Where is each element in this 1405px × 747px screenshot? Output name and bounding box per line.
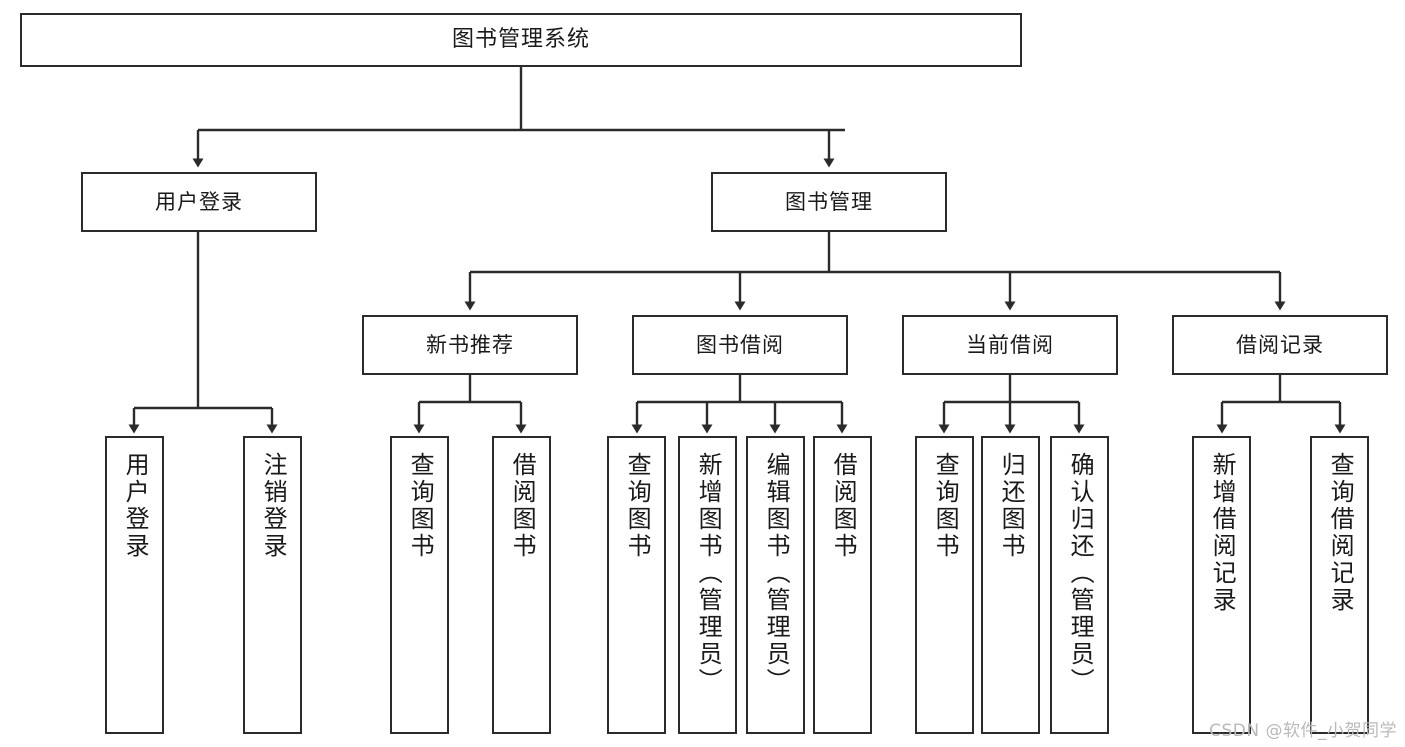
leaf-logout[interactable]: 注销登录 bbox=[243, 436, 302, 734]
node-user-login[interactable]: 用户登录 bbox=[81, 172, 317, 232]
node-current-borrowing[interactable]: 当前借阅 bbox=[902, 315, 1118, 375]
leaf-borrow-query-books[interactable]: 查询图书 bbox=[607, 436, 666, 734]
node-root-book-management-system[interactable]: 图书管理系统 bbox=[20, 13, 1022, 67]
node-label: 新书推荐 bbox=[426, 332, 514, 357]
node-label: 编辑图书（管理员） bbox=[762, 452, 791, 695]
node-label: 图书管理 bbox=[785, 189, 873, 214]
node-label: 注销登录 bbox=[259, 452, 288, 560]
node-label: 用户登录 bbox=[121, 452, 150, 560]
leaf-user-login[interactable]: 用户登录 bbox=[105, 436, 164, 734]
node-label: 查询图书 bbox=[406, 452, 435, 560]
leaf-current-return-books[interactable]: 归还图书 bbox=[981, 436, 1040, 734]
node-borrowing-records[interactable]: 借阅记录 bbox=[1172, 315, 1388, 375]
node-label: 新增借阅记录 bbox=[1208, 452, 1237, 614]
leaf-record-query-borrow-record[interactable]: 查询借阅记录 bbox=[1310, 436, 1369, 734]
leaf-newbook-borrow-books[interactable]: 借阅图书 bbox=[492, 436, 551, 734]
node-label: 借阅图书 bbox=[508, 452, 537, 560]
leaf-borrow-edit-book-admin[interactable]: 编辑图书（管理员） bbox=[746, 436, 805, 734]
leaf-borrow-borrow-books[interactable]: 借阅图书 bbox=[813, 436, 872, 734]
node-label: 图书借阅 bbox=[696, 332, 784, 357]
leaf-record-add-borrow-record[interactable]: 新增借阅记录 bbox=[1192, 436, 1251, 734]
node-label: 查询借阅记录 bbox=[1326, 452, 1355, 614]
node-label: 归还图书 bbox=[997, 452, 1026, 560]
node-label: 借阅图书 bbox=[829, 452, 858, 560]
node-label: 确认归还（管理员） bbox=[1066, 452, 1095, 695]
watermark-text: CSDN @软件_小贺同学 bbox=[1209, 721, 1397, 741]
node-label: 借阅记录 bbox=[1236, 332, 1324, 357]
leaf-borrow-add-book-admin[interactable]: 新增图书（管理员） bbox=[678, 436, 737, 734]
node-label: 查询图书 bbox=[931, 452, 960, 560]
node-book-management[interactable]: 图书管理 bbox=[711, 172, 947, 232]
node-label: 新增图书（管理员） bbox=[694, 452, 723, 695]
leaf-newbook-query-books[interactable]: 查询图书 bbox=[390, 436, 449, 734]
leaf-current-query-books[interactable]: 查询图书 bbox=[915, 436, 974, 734]
leaf-current-confirm-return-admin[interactable]: 确认归还（管理员） bbox=[1050, 436, 1109, 734]
node-label: 用户登录 bbox=[155, 189, 243, 214]
node-new-book-recommendation[interactable]: 新书推荐 bbox=[362, 315, 578, 375]
node-label: 图书管理系统 bbox=[451, 27, 590, 53]
node-book-borrowing[interactable]: 图书借阅 bbox=[632, 315, 848, 375]
node-label: 查询图书 bbox=[623, 452, 652, 560]
node-label: 当前借阅 bbox=[966, 332, 1054, 357]
